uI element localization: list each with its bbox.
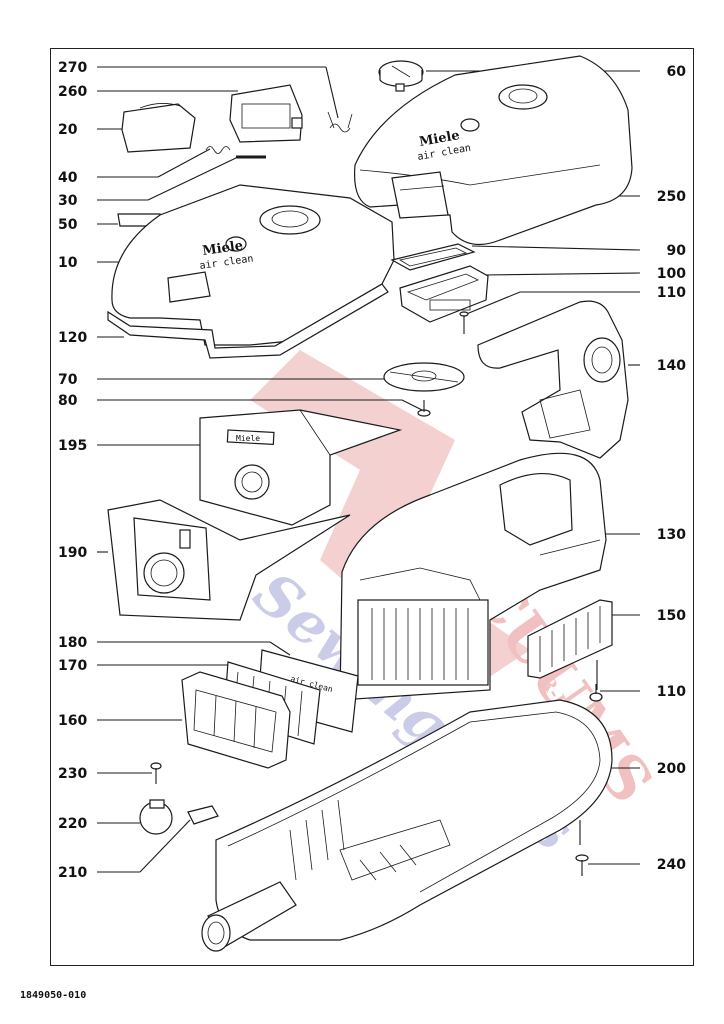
label-30: 30 <box>58 193 78 209</box>
label-240: 240 <box>656 857 686 873</box>
screw-240 <box>575 854 589 876</box>
cover-brand-text: Miele <box>418 128 461 150</box>
label-190: 190 <box>58 545 88 561</box>
top-cover-250: Miele air clean <box>353 55 633 246</box>
screw-110-top <box>459 311 469 334</box>
filter-holder-100 <box>399 265 489 323</box>
lower-cover-brand-text: Miele <box>201 238 244 259</box>
label-130: 130 <box>656 527 686 543</box>
dust-bag-195: Miele <box>199 409 403 526</box>
spring-40 <box>205 146 231 154</box>
label-90: 90 <box>666 243 686 259</box>
filter-cassette-160 <box>181 671 291 769</box>
label-140: 140 <box>656 358 686 374</box>
label-200: 200 <box>656 761 686 777</box>
label-160: 160 <box>58 713 88 729</box>
screw-80 <box>417 400 431 417</box>
label-10: 10 <box>58 255 78 271</box>
label-180: 180 <box>58 635 88 651</box>
clip-210 <box>187 805 219 825</box>
handle-mount-140 <box>477 300 629 459</box>
label-60: 60 <box>666 64 686 80</box>
filter-frame-90 <box>390 243 476 271</box>
leader-lines <box>97 66 641 873</box>
document-number: 1849050-010 <box>20 990 87 1001</box>
bag-brand-text: Miele <box>236 434 260 443</box>
screw-110-bottom <box>589 684 603 702</box>
label-80: 80 <box>58 393 78 409</box>
label-20: 20 <box>58 122 78 138</box>
bag-holder-190 <box>107 499 351 621</box>
label-230: 230 <box>58 766 88 782</box>
label-270: 270 <box>58 60 88 76</box>
flap-260 <box>229 84 303 143</box>
diagram-frame <box>50 48 694 966</box>
lower-cover-10: Miele air clean <box>111 184 395 346</box>
label-195: 195 <box>58 438 88 454</box>
label-170: 170 <box>58 658 88 674</box>
label-120: 120 <box>58 330 88 346</box>
label-100: 100 <box>656 266 686 282</box>
label-70: 70 <box>58 372 78 388</box>
label-40: 40 <box>58 170 78 186</box>
label-110-top: 110 <box>656 285 686 301</box>
flap-20 <box>121 103 196 153</box>
gasket-120 <box>107 283 389 359</box>
label-260: 260 <box>58 84 88 100</box>
spring-270 <box>327 111 353 133</box>
label-150: 150 <box>656 608 686 624</box>
disc-70 <box>383 362 465 392</box>
motor-housing-130 <box>339 452 607 701</box>
label-250: 250 <box>656 189 686 205</box>
label-110-bottom: 110 <box>656 684 686 700</box>
housing-grille <box>371 608 469 680</box>
screw-230 <box>150 762 162 784</box>
label-210: 210 <box>58 865 88 881</box>
knob-60 <box>378 60 424 92</box>
wheel-220 <box>139 799 173 835</box>
base-200 <box>201 699 613 952</box>
label-50: 50 <box>58 217 78 233</box>
label-220: 220 <box>58 816 88 832</box>
filter-150 <box>527 599 613 679</box>
